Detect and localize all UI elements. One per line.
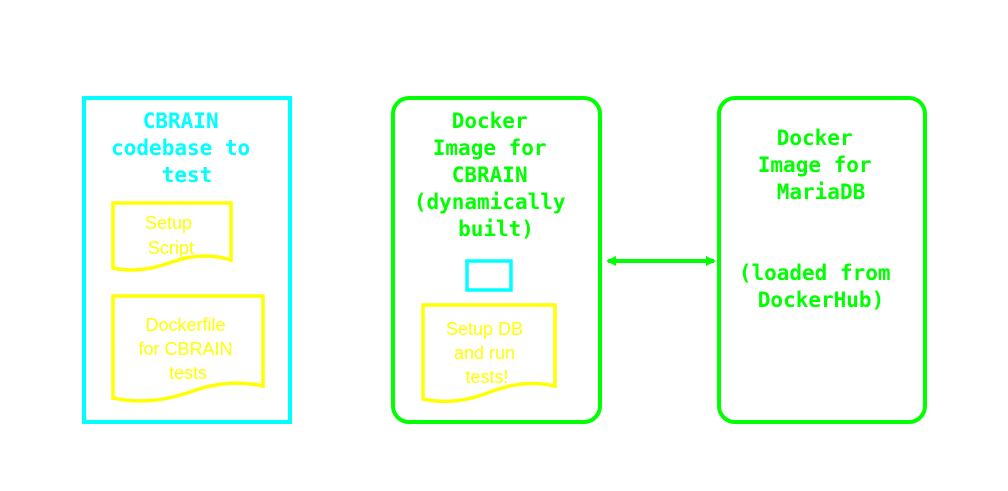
setup-script-document: Setup Script bbox=[111, 201, 233, 272]
cbrain-codebase-title: CBRAIN codebase to test bbox=[111, 109, 263, 187]
dockerfile-line-1: Dockerfile bbox=[145, 315, 225, 335]
codebase-copy-rect bbox=[465, 259, 513, 292]
docker-cbrain-box: Docker Image for CBRAIN (dynamically bui… bbox=[391, 96, 602, 424]
mariadb-note-line-2: DockerHub) bbox=[758, 288, 884, 312]
docker-cbrain-line-3: CBRAIN bbox=[452, 163, 528, 187]
setup-script-line-1: Setup bbox=[145, 213, 192, 233]
docker-mariadb-frame bbox=[717, 96, 927, 424]
setup-db-line-1: Setup DB bbox=[446, 319, 523, 339]
docker-cbrain-line-2: Image for bbox=[433, 136, 547, 160]
docker-mariadb-title: Docker Image for MariaDB bbox=[758, 126, 884, 204]
cbrain-title-line-1: CBRAIN bbox=[143, 109, 219, 133]
docker-cbrain-line-5: built) bbox=[458, 217, 534, 241]
docker-mariadb-box: Docker Image for MariaDB (loaded from Do… bbox=[717, 96, 927, 424]
docker-mariadb-line-1: Docker bbox=[777, 126, 853, 150]
cbrain-codebase-box: CBRAIN codebase to test Setup Script Doc… bbox=[82, 96, 292, 424]
cbrain-title-line-3: test bbox=[162, 163, 213, 187]
cbrain-title-line-2: codebase to bbox=[111, 136, 250, 160]
docker-mariadb-line-2: Image for bbox=[758, 153, 872, 177]
setup-db-document: Setup DB and run tests! bbox=[421, 303, 557, 404]
docker-cbrain-title: Docker Image for CBRAIN (dynamically bui… bbox=[414, 109, 578, 241]
dockerfile-line-2: for CBRAIN bbox=[138, 339, 232, 359]
setup-db-label: Setup DB and run tests! bbox=[446, 319, 528, 387]
dockerfile-label: Dockerfile for CBRAIN tests bbox=[138, 315, 237, 383]
setup-script-line-2: Script bbox=[148, 238, 194, 258]
setup-db-line-3: tests! bbox=[465, 367, 508, 387]
docker-mariadb-line-3: MariaDB bbox=[777, 180, 866, 204]
docker-cbrain-line-1: Docker bbox=[452, 109, 528, 133]
mariadb-note-line-1: (loaded from bbox=[739, 261, 891, 285]
docker-cbrain-line-4: (dynamically bbox=[414, 190, 566, 214]
setup-db-line-2: and run bbox=[454, 343, 515, 363]
docker-mariadb-note: (loaded from DockerHub) bbox=[739, 261, 903, 312]
dockerfile-document: Dockerfile for CBRAIN tests bbox=[111, 294, 265, 403]
setup-script-label: Setup Script bbox=[145, 213, 197, 258]
cbrain-codebase-frame bbox=[82, 96, 292, 424]
dockerfile-line-3: tests bbox=[169, 363, 207, 383]
docker-cbrain-frame bbox=[391, 96, 602, 424]
